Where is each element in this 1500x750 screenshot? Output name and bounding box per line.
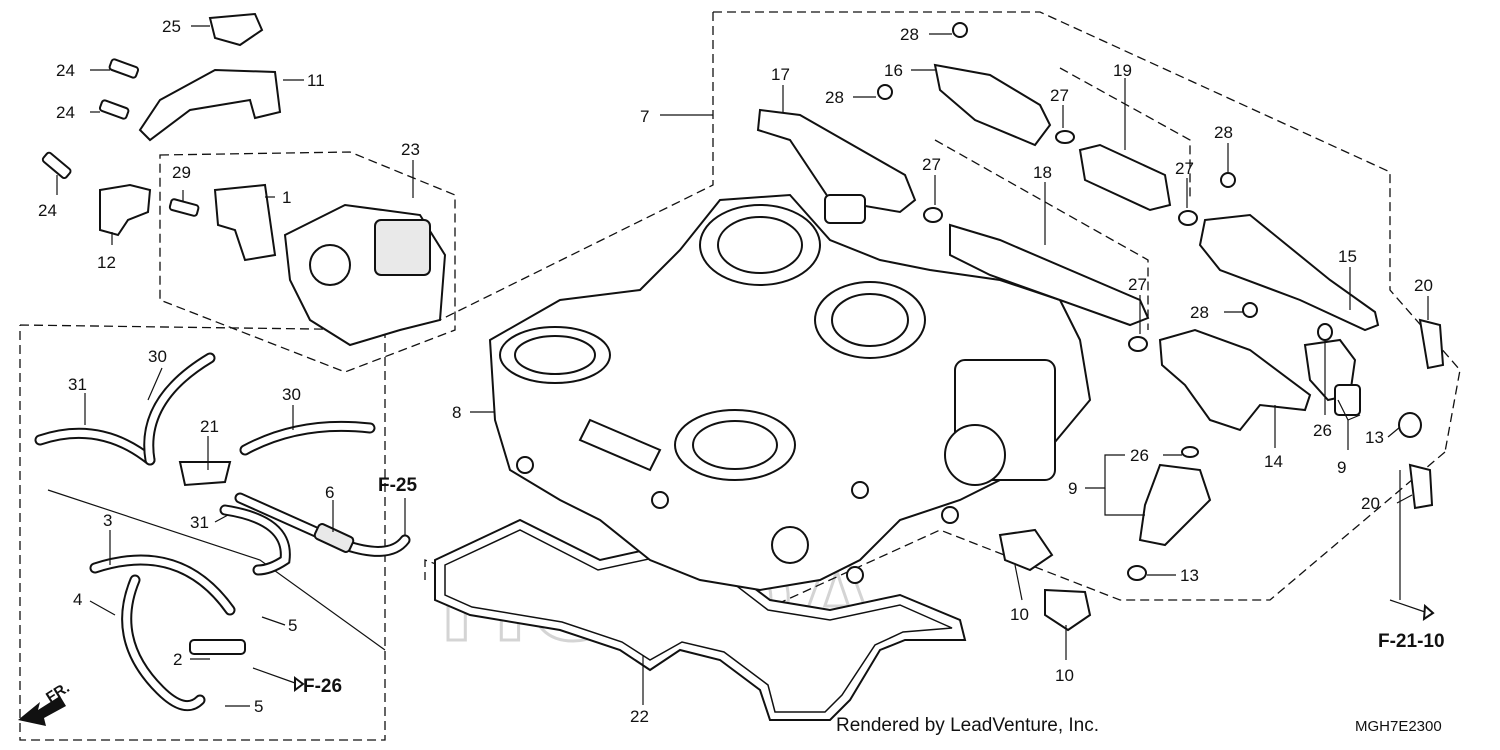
- arrow-icon: [18, 696, 66, 726]
- label-7: 7: [640, 107, 649, 126]
- label-11: 11: [307, 71, 325, 90]
- label-28-a: 28: [900, 25, 919, 44]
- reference-f21-10: F-21-10: [1378, 631, 1445, 652]
- label-2: 2: [173, 650, 182, 669]
- label-5-a: 5: [288, 616, 297, 635]
- bolt-28-a: [952, 22, 968, 38]
- label-4: 4: [73, 590, 82, 609]
- label-29: 29: [172, 163, 191, 182]
- bolt-24-c: [41, 151, 72, 180]
- label-17: 17: [771, 65, 790, 84]
- bolt-28-c: [1220, 172, 1236, 188]
- o-ring-26-b: [1317, 323, 1333, 341]
- label-16: 16: [884, 61, 903, 80]
- bolt-29: [168, 198, 200, 217]
- group-outline-9: [719, 451, 1446, 631]
- clip-20-b: [1408, 463, 1434, 510]
- seal-13-b: [1398, 412, 1422, 438]
- label-20-b: 20: [1361, 494, 1380, 513]
- label-28-b: 28: [825, 88, 844, 107]
- group-outline-hoses: [19, 324, 386, 741]
- label-8: 8: [452, 403, 461, 422]
- label-12: 12: [97, 253, 116, 272]
- label-5-b: 5: [254, 697, 263, 716]
- bolt-24-a: [108, 58, 140, 79]
- bolt-24-b: [98, 99, 130, 120]
- label-26-a: 26: [1130, 446, 1149, 465]
- throttle-body-assembly: [488, 193, 1092, 592]
- label-24-b: 24: [56, 103, 75, 122]
- bolt-28-d: [1242, 302, 1258, 318]
- reference-f26: F-26: [303, 676, 342, 697]
- o-ring-27-d: [1128, 336, 1148, 352]
- o-ring-27-b: [923, 207, 943, 223]
- throttle-sensor-assembly: [213, 183, 447, 347]
- label-24-c: 24: [38, 201, 57, 220]
- clamp-25: [208, 12, 264, 47]
- label-20-a: 20: [1414, 276, 1433, 295]
- label-27-b: 27: [922, 155, 941, 174]
- label-9-b: 9: [1337, 458, 1346, 477]
- bracket-11: [138, 68, 282, 142]
- group-outline-19: [1059, 67, 1191, 200]
- front-direction-marker: FR.: [18, 679, 73, 726]
- label-23: 23: [401, 140, 420, 159]
- label-21: 21: [200, 417, 219, 436]
- label-10-a: 10: [1010, 605, 1029, 624]
- label-19: 19: [1113, 61, 1132, 80]
- label-22: 22: [630, 707, 649, 726]
- front-label: FR.: [43, 679, 73, 706]
- label-28-d: 28: [1190, 303, 1209, 322]
- label-30-b: 30: [282, 385, 301, 404]
- bolt-28-b: [877, 84, 893, 100]
- label-27-c: 27: [1175, 159, 1194, 178]
- group-outline-3: [47, 489, 386, 651]
- o-ring-26-a: [1181, 446, 1199, 458]
- part-labels: 25 24 24 24 11 12 23 1 29 7 17 28 28 16 …: [38, 17, 1433, 726]
- hose-group: [34, 352, 411, 712]
- bracket-12: [99, 183, 152, 237]
- clip-20-a: [1418, 318, 1445, 370]
- leader-lines: [56, 25, 1435, 707]
- label-27-a: 27: [1050, 86, 1069, 105]
- label-25: 25: [162, 17, 181, 36]
- label-9-a: 9: [1068, 479, 1077, 498]
- group-outline-7: [439, 12, 714, 321]
- label-18: 18: [1033, 163, 1052, 182]
- label-28-c: 28: [1214, 123, 1233, 142]
- label-6: 6: [325, 483, 334, 502]
- group-outline-23: [159, 151, 456, 373]
- label-10-b: 10: [1055, 666, 1074, 685]
- reference-f25: F-25: [378, 475, 418, 496]
- label-31-a: 31: [68, 375, 87, 394]
- label-13-b: 13: [1365, 428, 1384, 447]
- group-outline-27: [934, 139, 1149, 330]
- label-1: 1: [282, 188, 291, 207]
- label-14: 14: [1264, 452, 1283, 471]
- seal-13-a: [1127, 565, 1147, 581]
- label-31-b: 31: [190, 513, 209, 532]
- label-24-a: 24: [56, 61, 75, 80]
- o-ring-27-c: [1178, 210, 1198, 226]
- clip-10-b: [1044, 588, 1092, 632]
- group-outline-7-top: [713, 11, 1461, 453]
- label-15: 15: [1338, 247, 1357, 266]
- clip-10-a: [998, 528, 1054, 572]
- label-30-a: 30: [148, 347, 167, 366]
- label-27-d: 27: [1128, 275, 1147, 294]
- diagram-code: MGH7E2300: [1355, 718, 1442, 735]
- label-3: 3: [103, 511, 112, 530]
- fuel-rail-group: [756, 63, 1380, 547]
- label-26-b: 26: [1313, 421, 1332, 440]
- label-13-a: 13: [1180, 566, 1199, 585]
- render-credit: Rendered by LeadVenture, Inc.: [836, 715, 1099, 736]
- o-ring-27-a: [1055, 130, 1075, 144]
